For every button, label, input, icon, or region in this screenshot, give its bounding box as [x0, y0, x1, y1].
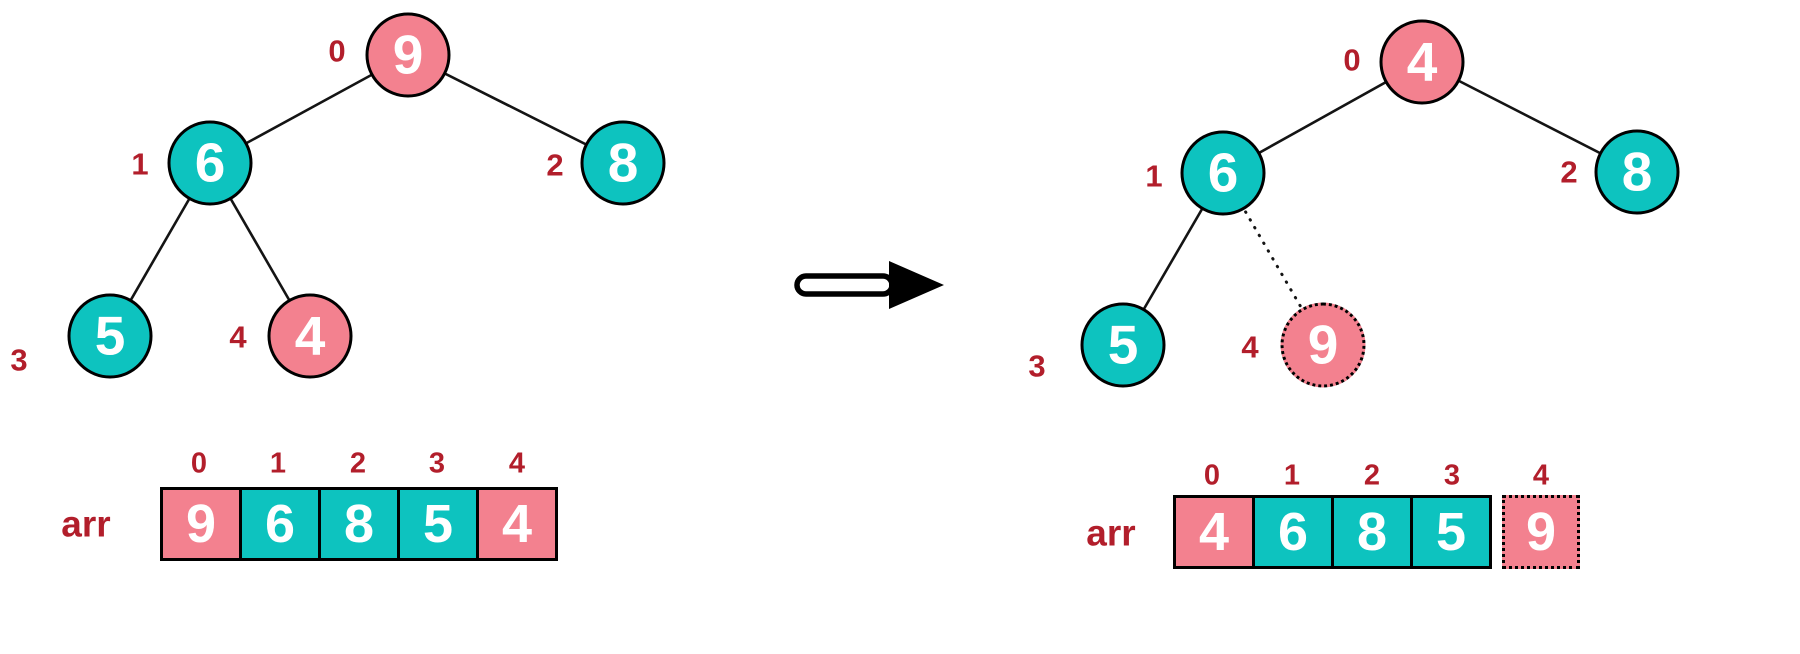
tree-node-value: 9 — [392, 23, 424, 86]
right-array-index-2: 2 — [1363, 459, 1381, 492]
left-array-cell-3: 5 — [397, 487, 479, 561]
left-array-index-1: 1 — [269, 447, 287, 480]
left-tree-index-2: 2 — [546, 147, 564, 183]
left-tree-index-4: 4 — [229, 319, 247, 355]
tree-node-value: 6 — [1207, 141, 1239, 204]
left-tree-node-0: 9 — [365, 12, 451, 98]
left-tree-index-1: 1 — [131, 146, 149, 182]
left-array-index-3: 3 — [428, 447, 446, 480]
array-cell-value: 4 — [501, 494, 533, 554]
right-array-cell-1: 6 — [1252, 495, 1334, 569]
right-array-index-4: 4 — [1532, 459, 1550, 492]
left-array-cell-2: 8 — [318, 487, 400, 561]
array-cell-value: 8 — [343, 494, 375, 554]
left-tree-node-4: 4 — [267, 293, 353, 379]
right-tree-index-2: 2 — [1560, 154, 1578, 190]
array-cell-value: 5 — [1435, 502, 1467, 562]
array-cell-value: 5 — [422, 494, 454, 554]
right-array-cell-4: 9 — [1502, 495, 1580, 569]
right-tree-node-4: 9 — [1280, 302, 1366, 388]
arrow-shaft — [794, 273, 895, 297]
left-array-cell-0: 9 — [160, 487, 242, 561]
right-tree-index-3: 3 — [1028, 348, 1046, 384]
right-array-cell-0: 4 — [1173, 495, 1255, 569]
right-array-cell-3: 5 — [1410, 495, 1492, 569]
array-cell-value: 9 — [185, 494, 217, 554]
left-tree-index-0: 0 — [328, 33, 346, 69]
left-array-index-2: 2 — [349, 447, 367, 480]
left-tree-node-3: 5 — [67, 293, 153, 379]
array-cell-value: 8 — [1356, 502, 1388, 562]
right-tree-index-0: 0 — [1343, 42, 1361, 78]
left-array-cell-1: 6 — [239, 487, 321, 561]
right-array: 4 6 8 5 9 — [1173, 495, 1580, 569]
right-tree-index-1: 1 — [1145, 158, 1163, 194]
array-cell-value: 6 — [264, 494, 296, 554]
left-array-index-4: 4 — [508, 447, 526, 480]
right-tree-node-0: 4 — [1379, 19, 1465, 105]
right-array-label: arr — [1086, 512, 1136, 554]
arrow-head — [889, 261, 944, 309]
left-array-cell-4: 4 — [476, 487, 558, 561]
left-tree-node-1: 6 — [167, 120, 253, 206]
right-tree-node-1: 6 — [1180, 130, 1266, 216]
right-tree-index-4: 4 — [1241, 329, 1259, 365]
right-tree-node-3: 5 — [1080, 302, 1166, 388]
tree-node-value: 6 — [194, 131, 226, 194]
left-array: 9 6 8 5 4 — [160, 487, 558, 561]
tree-node-value: 5 — [1107, 313, 1139, 376]
tree-node-value: 8 — [607, 131, 639, 194]
tree-node-value: 8 — [1621, 140, 1653, 203]
left-array-index-0: 0 — [190, 447, 208, 480]
transform-arrow-icon — [794, 261, 944, 309]
left-array-label: arr — [61, 503, 111, 545]
array-cell-value: 6 — [1277, 502, 1309, 562]
right-array-index-0: 0 — [1203, 459, 1221, 492]
tree-node-value: 4 — [294, 304, 326, 367]
right-array-cell-2: 8 — [1331, 495, 1413, 569]
left-tree-index-3: 3 — [10, 342, 28, 378]
array-cell-value: 4 — [1198, 502, 1230, 562]
tree-node-value: 4 — [1406, 30, 1438, 93]
right-array-index-1: 1 — [1283, 459, 1301, 492]
right-tree-node-2: 8 — [1594, 129, 1680, 215]
tree-node-value: 9 — [1307, 313, 1339, 376]
tree-node-value: 5 — [94, 304, 126, 367]
array-cell-value: 9 — [1525, 502, 1557, 562]
right-array-index-3: 3 — [1443, 459, 1461, 492]
left-tree-node-2: 8 — [580, 120, 666, 206]
